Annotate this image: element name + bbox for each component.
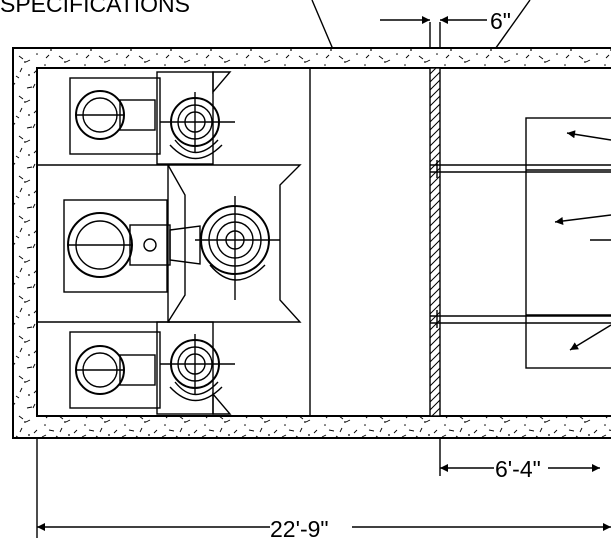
pump-unit-middle bbox=[63, 164, 302, 323]
chamber-width-label: 6'-4" bbox=[495, 456, 541, 482]
wall-thickness-label: 6" bbox=[490, 8, 511, 34]
concrete-structure bbox=[12, 47, 611, 439]
chamber-width-dimension bbox=[439, 438, 600, 476]
overall-length-label: 22'-9" bbox=[270, 516, 329, 541]
specifications-heading: SPECIFICATIONS bbox=[0, 0, 190, 17]
pump-unit-top bbox=[69, 71, 235, 165]
pump-unit-bottom bbox=[69, 321, 235, 415]
wall-thickness-dimension bbox=[380, 16, 487, 50]
discharge-chamber bbox=[430, 117, 611, 369]
interior-walls bbox=[37, 67, 441, 417]
overall-length-dimension bbox=[36, 438, 611, 538]
